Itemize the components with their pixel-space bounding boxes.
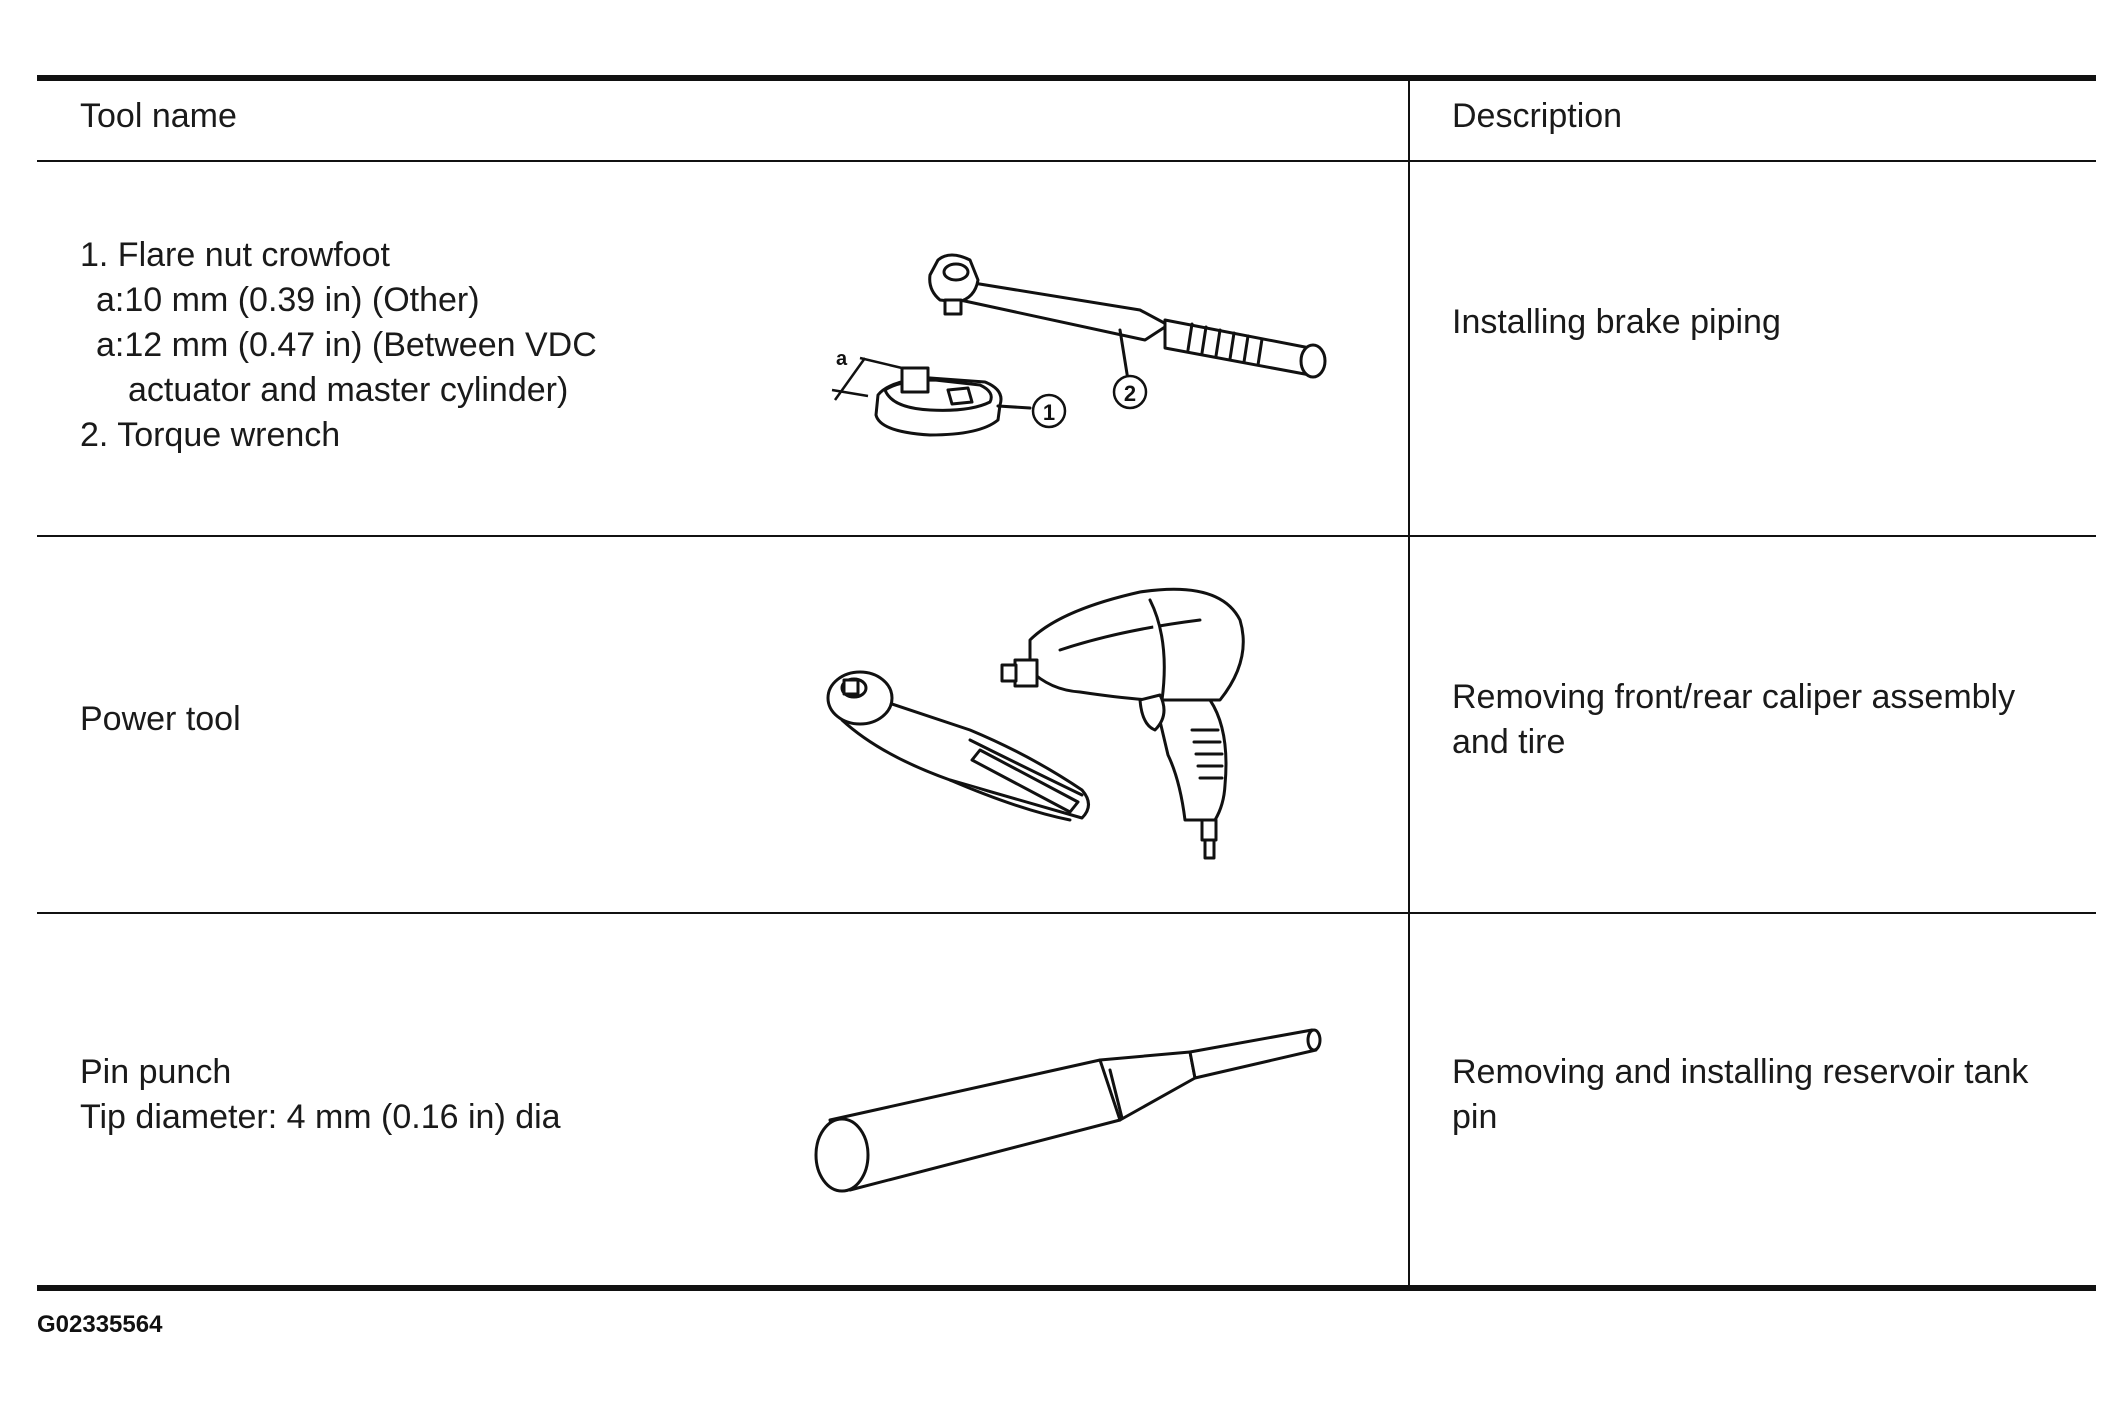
row-divider-1 [37,535,2096,537]
callout-1: 1 [1043,400,1055,425]
header-tool-name: Tool name [80,97,237,135]
tool-line: a:12 mm (0.47 in) (Between VDC [96,326,597,364]
tool-line: actuator and master cylinder) [128,371,569,409]
description-line: and tire [1452,723,1566,761]
tool-line: 1. Flare nut crowfoot [80,236,390,274]
row-2-tool-name: Power tool [80,697,241,742]
tool-line: Tip diameter: 4 mm (0.16 in) dia [80,1098,561,1136]
flare-nut-crowfoot-and-torque-wrench-icon: a 1 2 [810,240,1330,480]
tool-line: 2. Torque wrench [80,416,341,454]
row-1-description: Installing brake piping [1452,300,1781,345]
description-line: Removing front/rear caliper assembly [1452,678,2016,716]
callout-2: 2 [1124,381,1136,406]
callout-a: a [836,348,848,370]
row-1-tool-name: 1. Flare nut crowfoot a:10 mm (0.39 in) … [80,233,597,458]
description-line: pin [1452,1098,1498,1136]
row-3-description: Removing and installing reservoir tank p… [1452,1050,2028,1140]
tool-line: Pin punch [80,1053,232,1091]
table-top-rule [37,75,2096,81]
description-line: Installing brake piping [1452,303,1781,341]
row-2-description: Removing front/rear caliper assembly and… [1452,675,2015,765]
table-bottom-rule [37,1285,2096,1291]
tool-line: a:10 mm (0.39 in) (Other) [96,281,480,319]
description-line: Removing and installing reservoir tank [1452,1053,2029,1091]
pin-punch-icon [800,1010,1340,1210]
air-ratchet-and-impact-wrench-icon [820,580,1300,870]
figure-code: G02335564 [37,1311,163,1338]
column-divider [1408,78,1410,1288]
header-divider [37,160,2096,162]
row-divider-2 [37,912,2096,914]
header-description: Description [1452,97,1623,135]
row-3-tool-name: Pin punch Tip diameter: 4 mm (0.16 in) d… [80,1050,561,1140]
tool-line: Power tool [80,700,241,738]
